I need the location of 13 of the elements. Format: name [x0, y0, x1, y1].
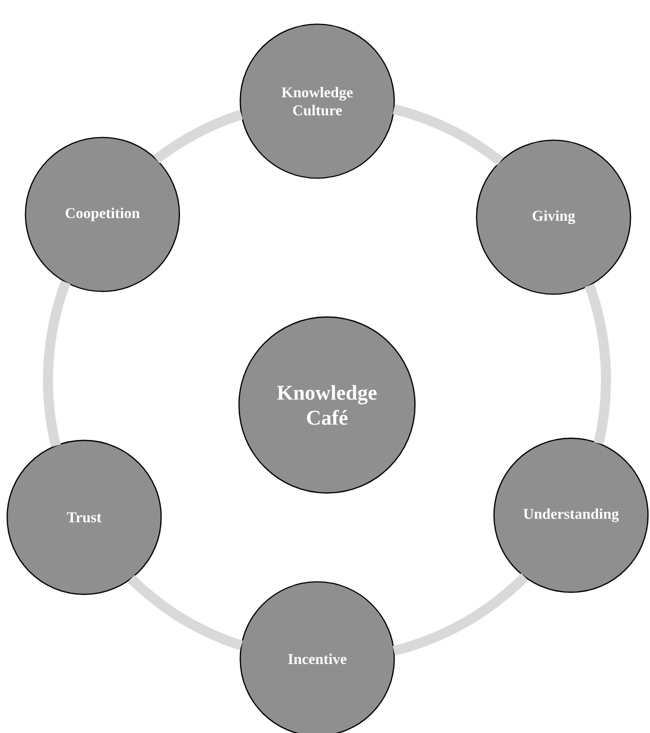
ring-segment	[392, 104, 504, 166]
circle-node: Knowledge Café	[238, 316, 416, 494]
circle-node: Understanding	[493, 438, 649, 593]
ring-segment	[392, 573, 528, 656]
circle-node: Knowledge Culture	[240, 24, 395, 179]
ring-segment	[584, 284, 611, 444]
ring-segment	[43, 280, 70, 447]
circle-node: Coopetition	[24, 136, 180, 292]
ring-segment	[153, 110, 244, 164]
ring-segment	[128, 574, 244, 650]
circle-node: Giving	[476, 140, 632, 295]
circle-node: Incentive	[240, 581, 395, 733]
circle-node: Trust	[6, 440, 162, 595]
